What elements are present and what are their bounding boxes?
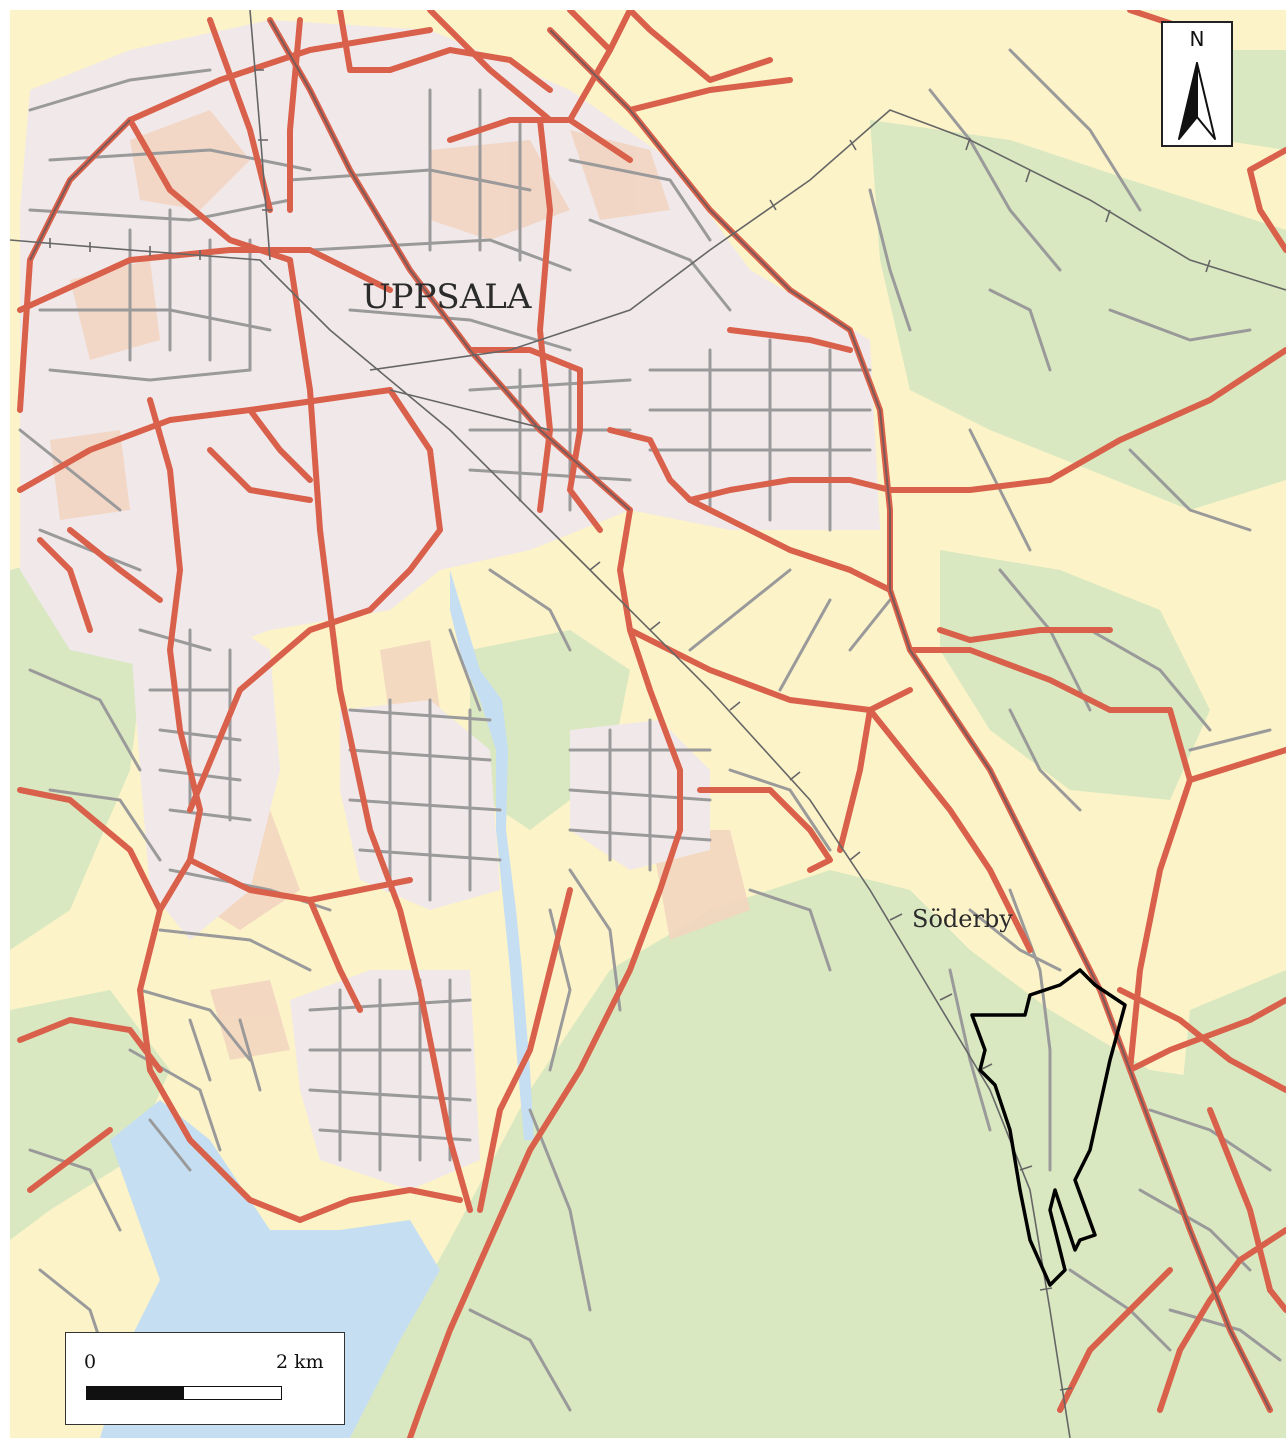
study-area-outline [970, 968, 1127, 1287]
far-east-forest [1180, 970, 1286, 1210]
map-canvas[interactable]: UPPSALA Söderby [10, 10, 1286, 1438]
scale-bar-box: 0 2 km [65, 1332, 345, 1425]
railway-branch-east [389, 389, 551, 431]
railway-north [249, 10, 271, 261]
scale-bar-black-segment [87, 1387, 184, 1399]
city-label-uppsala: UPPSALA [362, 277, 532, 317]
north-arrow: N [1161, 21, 1233, 147]
south-urban [290, 970, 480, 1190]
scale-start-label: 0 [84, 1351, 97, 1373]
railway-northeast [369, 109, 1286, 371]
north-letter: N [1189, 27, 1205, 51]
highway-cores [29, 19, 1271, 1411]
scale-end-label: 2 km [276, 1351, 324, 1373]
east-urban [630, 330, 880, 530]
map-frame[interactable]: UPPSALA Söderby N 0 2 km [10, 10, 1286, 1438]
north-arrow-icon [1178, 62, 1216, 140]
scale-bar [86, 1386, 282, 1400]
east-mid-forest [940, 550, 1210, 800]
river-fyris [450, 570, 534, 1140]
railway-ticks [49, 69, 1211, 1391]
village-label-soderby: Söderby [912, 905, 1013, 933]
southern-forest [340, 870, 1286, 1438]
